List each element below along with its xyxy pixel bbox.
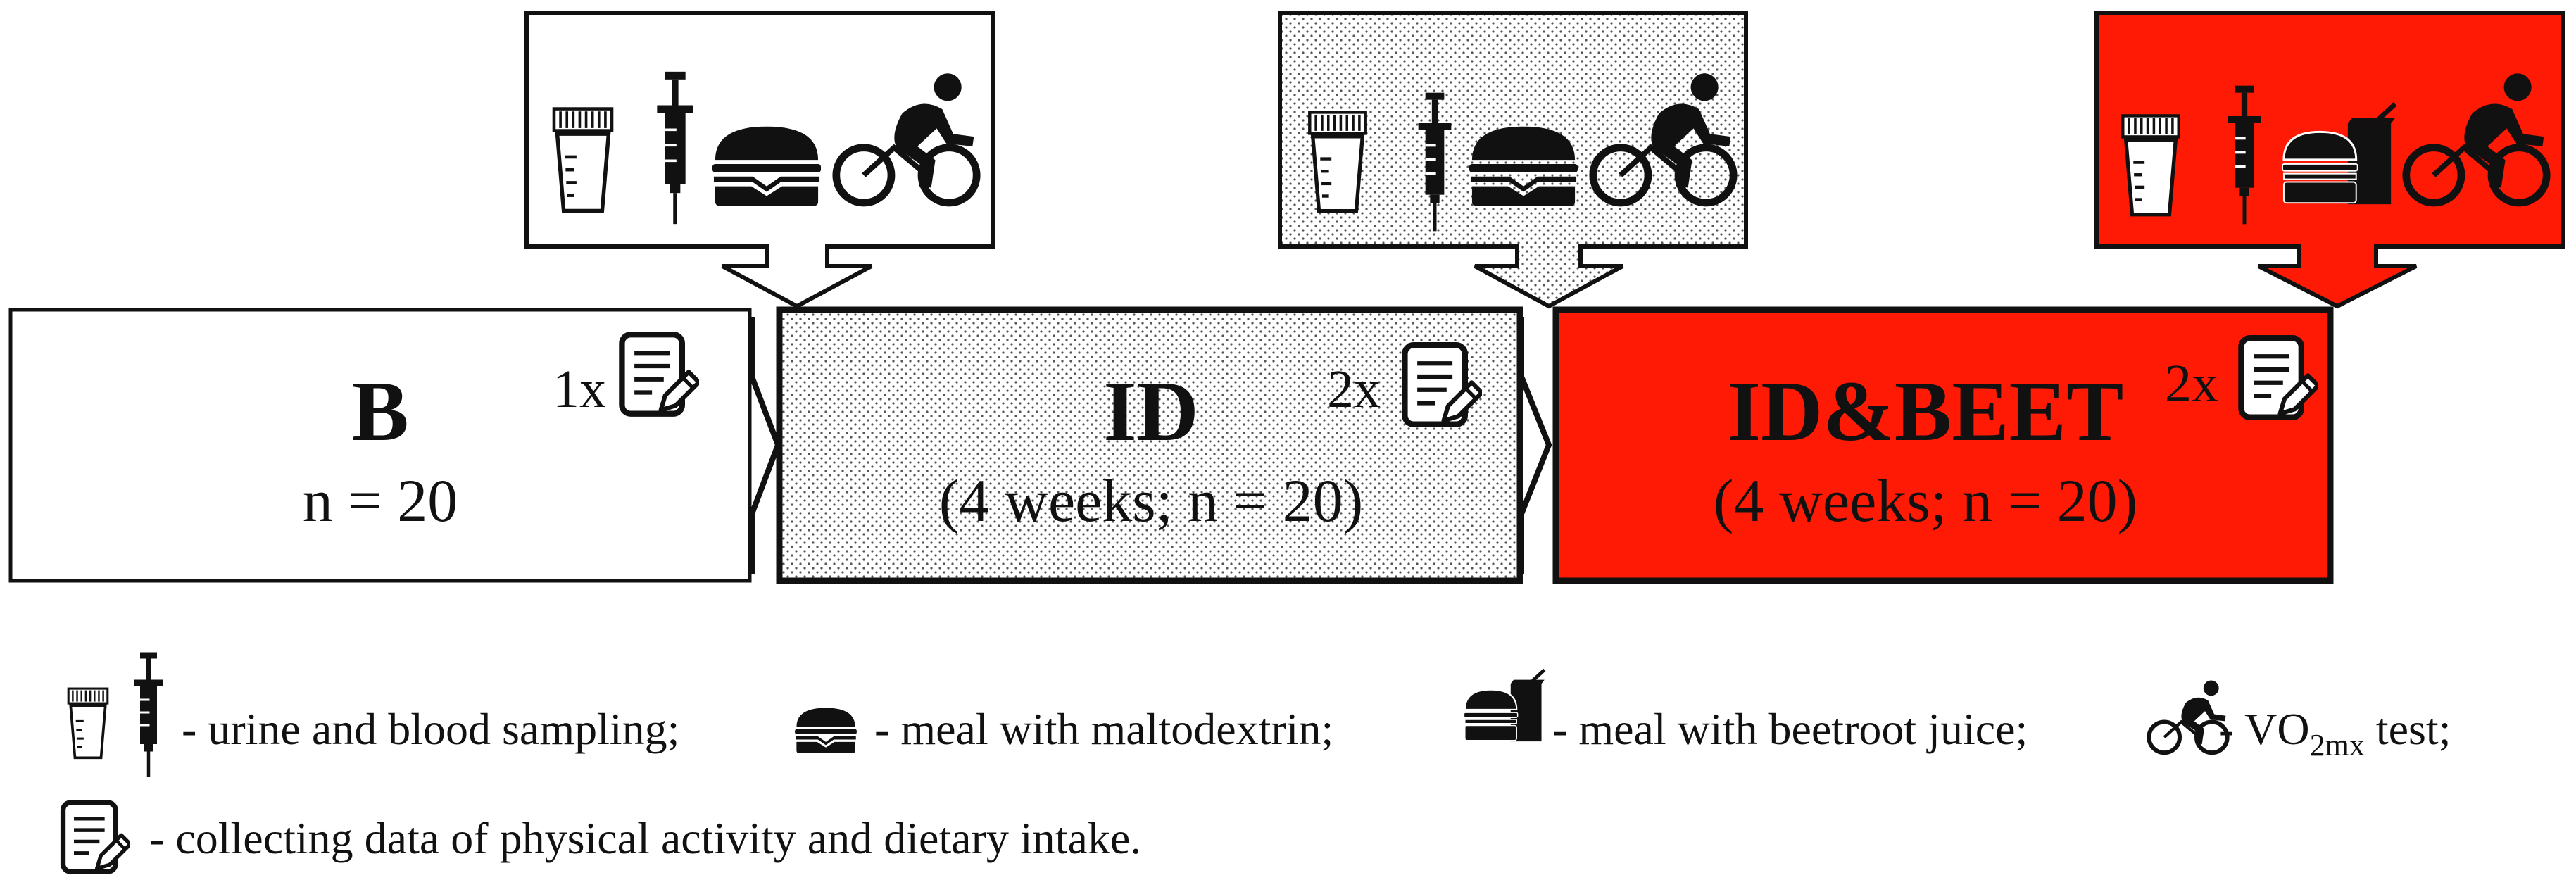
- clipboard-icon: [63, 803, 130, 872]
- legend-sampling-text: - urine and blood sampling;: [182, 704, 679, 754]
- chevron-arrow-2: [1519, 317, 1552, 574]
- phase-subtitle-b: n = 20: [303, 467, 458, 534]
- urine-cup-icon: [68, 689, 108, 758]
- phase-subtitle-idbeet: (4 weeks; n = 20): [1714, 467, 2138, 534]
- phase-subtitle-id: (4 weeks; n = 20): [939, 467, 1364, 534]
- legend-beetroot-text: - meal with beetroot juice;: [1552, 704, 2028, 754]
- legend-maltodextrin-text: - meal with maltodextrin;: [874, 704, 1333, 754]
- phase-title-id: ID: [1103, 364, 1199, 459]
- chevron-arrow-1: [749, 317, 781, 574]
- burger-juice-icon: [1464, 670, 1544, 741]
- urine-cup-icon: [554, 109, 612, 211]
- phase-title-idbeet: ID&BEET: [1728, 364, 2124, 459]
- legend-vo2-text: - VO2mx test;: [2219, 704, 2451, 762]
- urine-cup-icon: [1309, 112, 1365, 210]
- phase-box-idbeet: [1552, 306, 2334, 584]
- syringe-icon: [132, 651, 165, 778]
- phase-title-b: B: [351, 364, 408, 459]
- legend-vo2-prefix: - VO: [2219, 704, 2310, 754]
- legend-vo2-suffix: test;: [2365, 704, 2451, 754]
- legend-vo2-subscript: 2mx: [2310, 728, 2365, 762]
- log-count-idbeet: 2x: [2165, 354, 2218, 413]
- cyclist-icon: [2149, 681, 2227, 753]
- urine-cup-icon: [2123, 115, 2178, 214]
- phase-box-id: [776, 306, 1523, 584]
- burger-icon: [795, 708, 857, 753]
- log-count-b: 1x: [553, 360, 606, 419]
- legend-data-collection-text: - collecting data of physical activity a…: [149, 813, 1141, 863]
- log-count-id: 2x: [1327, 360, 1381, 419]
